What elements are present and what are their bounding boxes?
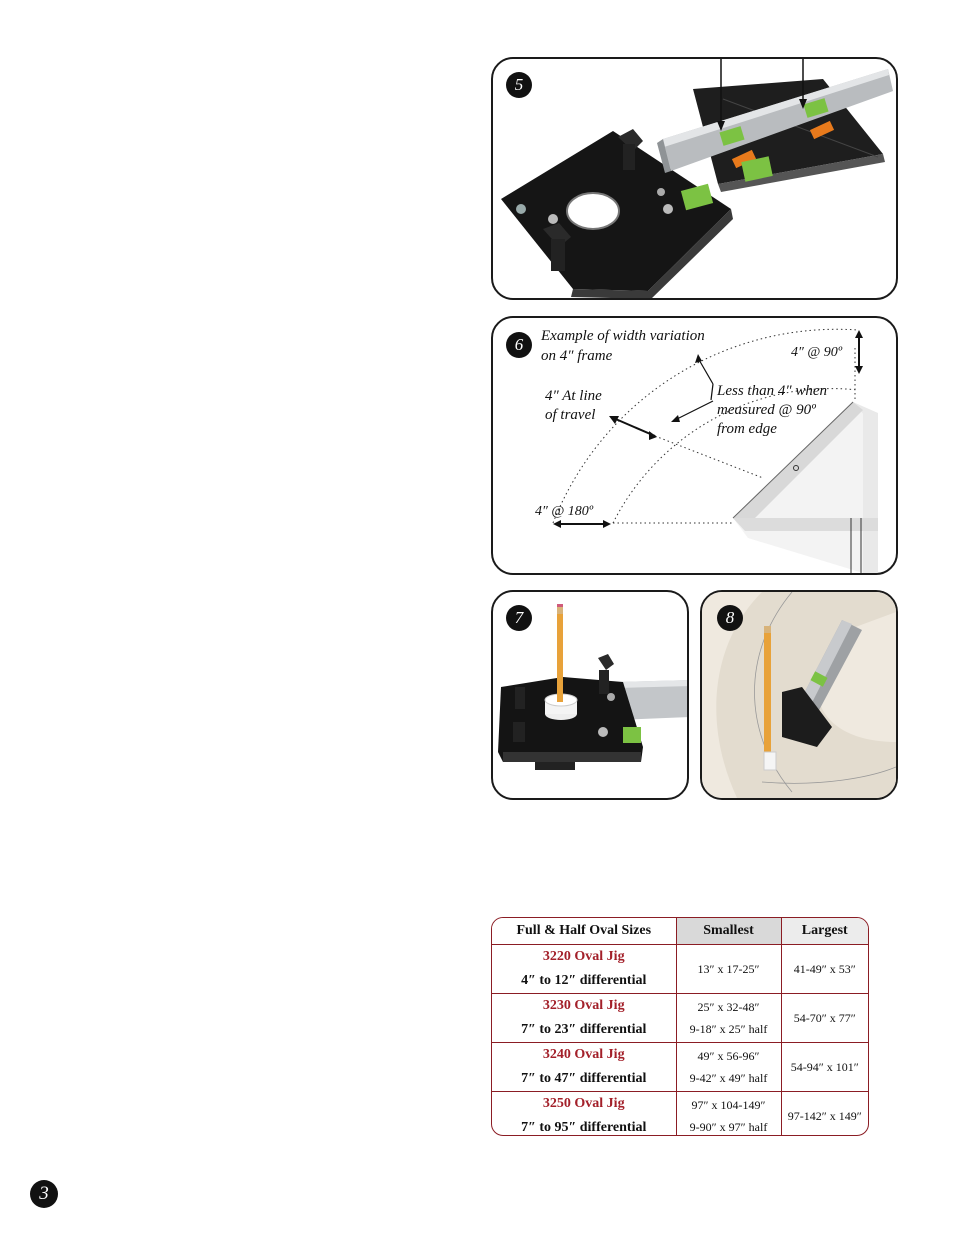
col-header-smallest: Smallest	[675, 918, 781, 945]
jig-name: 3230 Oval Jig	[542, 997, 625, 1013]
fig6-label-180: 4″ @ 180º	[535, 504, 594, 519]
table-row: 3230 Oval Jig 7″ to 23″ differential 25″…	[492, 992, 868, 1042]
jig-differential: 7″ to 47″ differential	[521, 1070, 647, 1086]
figure-7-number: 7	[506, 605, 532, 631]
smallest-cell: 97″ x 104-149″ 9-90″ x 97″ half	[675, 1090, 781, 1135]
jig-name: 3250 Oval Jig	[542, 1095, 625, 1111]
jig-cell: 3230 Oval Jig 7″ to 23″ differential	[492, 992, 676, 1042]
fig6-caption-line2: on 4″ frame	[541, 348, 613, 364]
smallest-half-size: 9-90″ x 97″ half	[689, 1119, 768, 1134]
largest-cell: 54-94″ x 101″	[780, 1041, 868, 1091]
figure-8-number: 8	[717, 605, 743, 631]
figure-5-panel: 5	[491, 57, 898, 300]
table-header-row: Full & Half Oval Sizes Smallest Largest	[492, 918, 868, 945]
figure-6-panel: 6 Example of width variation on 4″	[491, 316, 898, 575]
figure-7-panel: 7	[491, 590, 689, 800]
fig6-label-line: 4″ At line	[545, 388, 602, 404]
largest-size: 41-49″ x 53″	[793, 961, 856, 976]
jig-differential: 4″ to 12″ differential	[521, 972, 647, 988]
fig6-label-less-3: from edge	[717, 421, 777, 437]
figure-8-panel: 8	[700, 590, 898, 800]
smallest-half-size: 9-42″ x 49″ half	[689, 1070, 768, 1085]
largest-cell: 97-142″ x 149″	[780, 1090, 868, 1135]
figure-6-number: 6	[506, 332, 532, 358]
col-header-largest: Largest	[780, 918, 868, 945]
fig6-label-less-2: measured @ 90º	[717, 402, 816, 418]
smallest-cell: 49″ x 56-96″ 9-42″ x 49″ half	[675, 1041, 781, 1091]
largest-size: 54-94″ x 101″	[790, 1059, 859, 1074]
smallest-cell: 13″ x 17-25″	[675, 944, 781, 993]
smallest-size: 97″ x 104-149″	[691, 1097, 766, 1112]
fig6-caption: Example of width variation	[541, 328, 705, 344]
table-row: 3250 Oval Jig 7″ to 95″ differential 97″…	[492, 1090, 868, 1135]
smallest-size: 13″ x 17-25″	[697, 961, 760, 976]
smallest-size: 25″ x 32-48″	[697, 999, 760, 1014]
jig-cell: 3220 Oval Jig 4″ to 12″ differential	[492, 944, 676, 993]
smallest-half-size: 9-18″ x 25″ half	[689, 1021, 768, 1036]
jig-differential: 7″ to 23″ differential	[521, 1021, 647, 1037]
figure-6-diagram	[552, 328, 878, 573]
jig-cell: 3250 Oval Jig 7″ to 95″ differential	[492, 1090, 676, 1135]
table-row: 3220 Oval Jig 4″ to 12″ differential 13″…	[492, 944, 868, 993]
fig6-label-line-2: of travel	[545, 407, 596, 423]
figure-5-photo	[501, 59, 893, 298]
page-number: 3	[30, 1180, 58, 1208]
largest-size: 97-142″ x 149″	[787, 1108, 862, 1123]
figure-5-number: 5	[506, 72, 532, 98]
jig-cell: 3240 Oval Jig 7″ to 47″ differential	[492, 1041, 676, 1091]
jig-name: 3220 Oval Jig	[542, 948, 625, 964]
largest-cell: 41-49″ x 53″	[780, 944, 868, 993]
smallest-cell: 25″ x 32-48″ 9-18″ x 25″ half	[675, 992, 781, 1042]
table-row: 3240 Oval Jig 7″ to 47″ differential 49″…	[492, 1041, 868, 1091]
largest-size: 54-70″ x 77″	[793, 1010, 856, 1025]
fig6-label-less: Less than 4″ when	[717, 383, 828, 399]
oval-sizes-table: Full & Half Oval Sizes Smallest Largest …	[491, 917, 869, 1136]
col-header-sizes: Full & Half Oval Sizes	[492, 918, 676, 945]
jig-differential: 7″ to 95″ differential	[521, 1119, 647, 1135]
smallest-size: 49″ x 56-96″	[697, 1048, 760, 1063]
largest-cell: 54-70″ x 77″	[780, 992, 868, 1042]
figure-7-photo	[498, 604, 687, 770]
fig6-label-90: 4″ @ 90º	[791, 345, 843, 360]
jig-name: 3240 Oval Jig	[542, 1046, 625, 1062]
